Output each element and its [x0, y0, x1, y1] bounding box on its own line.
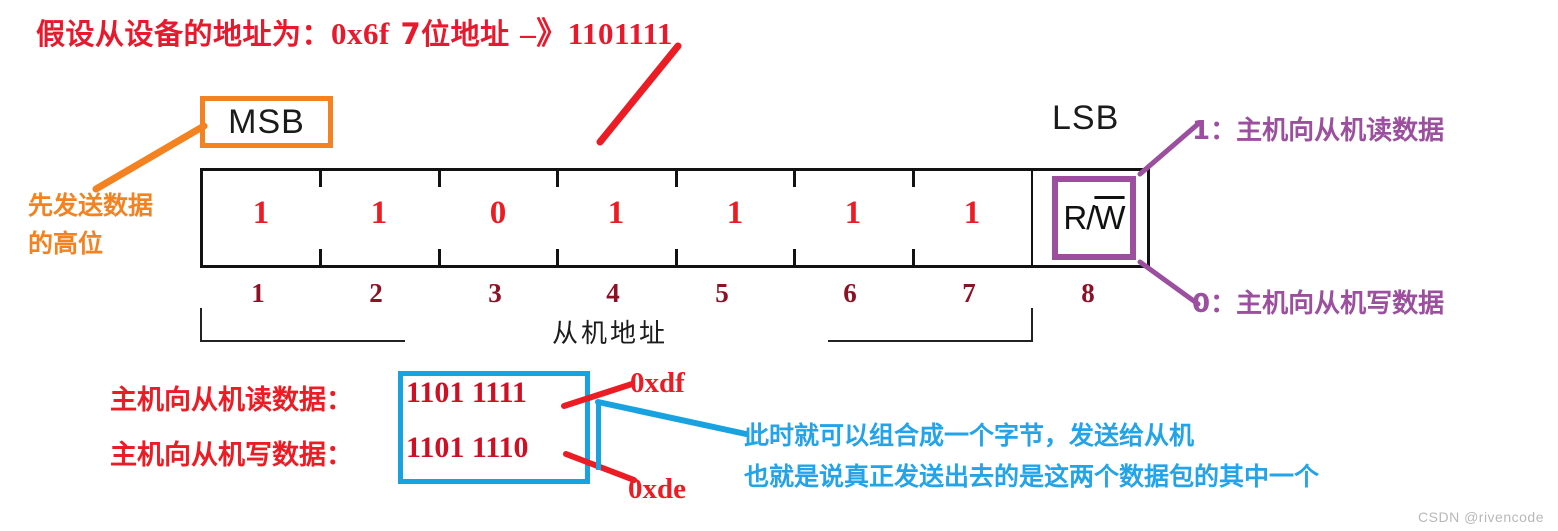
title-arrow: –》 [520, 16, 568, 51]
write-row-label: 主机向从机写数据： [110, 440, 353, 471]
write-hex-label: 0xde [628, 473, 686, 505]
read-hex-label: 0xdf [630, 367, 685, 399]
cell-divider-tick [438, 249, 441, 265]
rw-bit-box: R/W [1052, 176, 1136, 260]
bit-index: 1 [251, 278, 265, 308]
bit-index: 2 [369, 278, 383, 308]
send-high-bits-line1: 先发送数据 [28, 191, 154, 220]
write-bit-note: 0：主机向从机写数据 [1192, 289, 1445, 319]
title-hex: 0x6f [331, 16, 390, 51]
cyan-note-line1: 此时就可以组合成一个字节，发送给从机 [744, 421, 1195, 450]
bit-index: 8 [1081, 278, 1095, 308]
read-byte-value: 1101 1111 [406, 376, 527, 409]
rw-bit-label: R/W [1058, 182, 1130, 254]
address-byte-frame: 1 1 0 1 1 1 1 [200, 168, 1150, 268]
rw-w-part: W [1094, 199, 1125, 236]
bit-index: 3 [488, 278, 502, 308]
cell-divider-tick [793, 171, 796, 187]
bit-value: 0 [489, 195, 507, 231]
lsb-label: LSB [1052, 99, 1120, 137]
read-note-pointer-line [1137, 121, 1201, 177]
read-hex-pointer-line [561, 381, 635, 409]
write-byte-value: 1101 1110 [406, 431, 529, 464]
cyan-note-pointer-line [595, 399, 749, 437]
cell-divider-tick [438, 171, 441, 187]
read-bit-note: 1：主机向从机读数据 [1192, 116, 1445, 146]
watermark: CSDN @rivencode [1418, 509, 1544, 525]
rw-cell-separator [1031, 171, 1033, 265]
title-binary: 1101111 [567, 16, 673, 51]
msb-box: MSB [200, 96, 333, 148]
bit-value: 1 [844, 195, 862, 231]
bit-index: 6 [843, 278, 857, 308]
title-mid: 7位地址 [400, 17, 510, 51]
cell-divider-tick [675, 249, 678, 265]
bit-value: 1 [726, 195, 744, 231]
msb-pointer-line [92, 122, 208, 193]
title-binary-pointer-line [596, 42, 682, 146]
cell-divider-tick [675, 171, 678, 187]
cell-divider-tick [556, 249, 559, 265]
bit-value: 1 [370, 195, 388, 231]
send-high-bits-line2: 的高位 [28, 229, 104, 258]
send-high-bits-note: 先发送数据 的高位 [28, 187, 153, 263]
slave-address-bracket-left [200, 308, 405, 342]
msb-label: MSB [228, 102, 305, 141]
slave-address-label: 从机地址 [552, 319, 669, 349]
bit-value: 1 [607, 195, 625, 231]
cell-divider-tick [556, 171, 559, 187]
slave-address-bracket-right [828, 308, 1033, 342]
rw-r-part: R/ [1063, 199, 1095, 236]
cell-divider-tick [912, 249, 915, 265]
cell-divider-tick [912, 171, 915, 187]
title-prefix: 假设从设备的地址为： [36, 17, 332, 51]
cyan-pointer-stem [596, 400, 601, 470]
cyan-note-line2: 也就是说真正发送出去的是这两个数据包的其中一个 [744, 462, 1320, 491]
byte-values-box [398, 371, 590, 484]
bit-index: 7 [962, 278, 976, 308]
cell-divider-tick [319, 249, 322, 265]
bit-index: 4 [606, 278, 620, 308]
write-note-pointer-line [1137, 259, 1201, 307]
bit-value: 1 [252, 195, 270, 231]
cyan-explanation-note: 此时就可以组合成一个字节，发送给从机 也就是说真正发送出去的是这两个数据包的其中… [744, 415, 1319, 497]
cell-divider-tick [319, 171, 322, 187]
bit-index: 5 [715, 278, 729, 308]
read-row-label: 主机向从机读数据： [110, 385, 353, 416]
bit-value: 1 [963, 195, 981, 231]
cell-divider-tick [793, 249, 796, 265]
page-title: 假设从设备的地址为：0x6f 7位地址 –》1101111 [36, 8, 673, 53]
